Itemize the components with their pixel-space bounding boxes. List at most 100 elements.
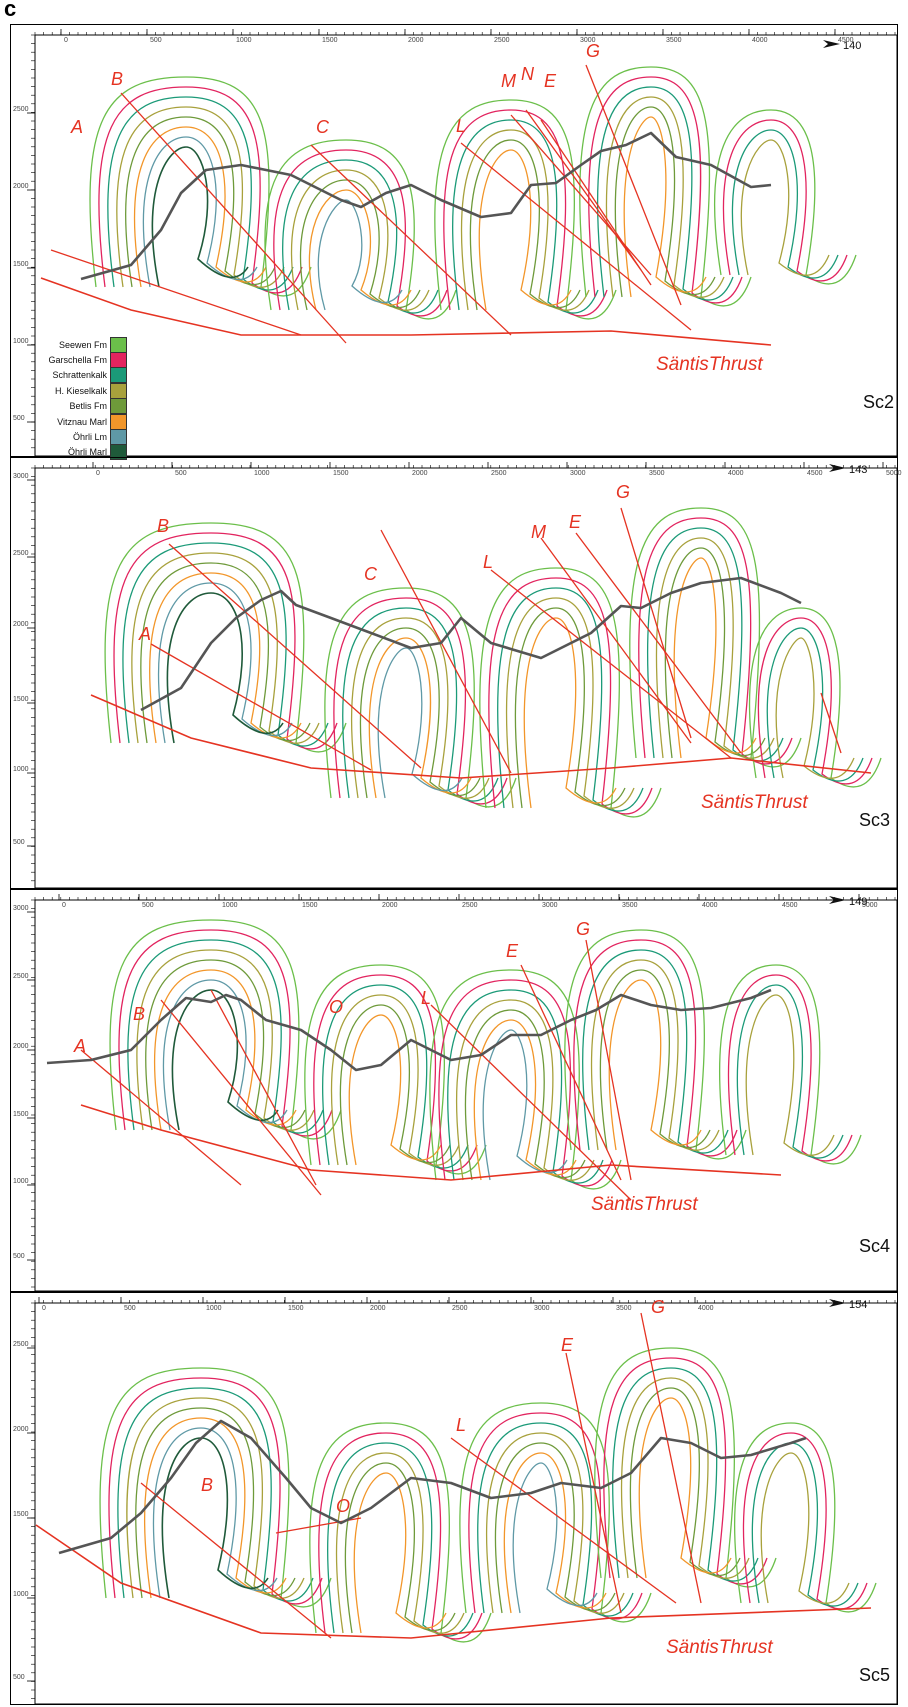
fault-label: C	[316, 117, 330, 137]
stratum-horizon	[434, 99, 617, 320]
legend-item: Schrattenkalk	[45, 367, 127, 384]
stratum-horizon	[505, 597, 635, 809]
stratum-horizon	[731, 129, 839, 279]
azimuth-arrow-icon	[829, 464, 846, 472]
thrust-line	[35, 1524, 872, 1639]
stratum-horizon	[482, 1029, 568, 1181]
topography-line	[80, 131, 772, 281]
stratum-horizon	[714, 109, 857, 285]
fault-label: G	[651, 1297, 665, 1317]
y-tick-label: 1500	[13, 1511, 29, 1518]
azimuth-indicator: 154	[829, 1299, 867, 1311]
fault-label: G	[616, 482, 630, 502]
stratum-horizon	[273, 149, 448, 317]
azimuth-arrow-icon	[823, 40, 840, 48]
fault-label: B	[111, 69, 123, 89]
stratum-horizon	[623, 116, 707, 298]
stratum-horizon	[348, 1014, 442, 1166]
fault-label: E	[569, 512, 582, 532]
fault-line	[210, 989, 317, 1186]
stratum-horizon	[313, 974, 478, 1172]
stratum-horizon	[488, 577, 653, 815]
plot-frame	[34, 467, 898, 889]
x-tick-label: 3000	[580, 37, 596, 44]
fault-label: L	[421, 988, 431, 1008]
section-name: Sc5	[859, 1665, 890, 1685]
fault-line	[510, 114, 652, 276]
x-tick-label: 3500	[616, 1305, 632, 1312]
y-tick-label: 1000	[13, 1591, 29, 1598]
stratum-horizon	[564, 929, 747, 1160]
stratum-horizon	[579, 66, 752, 307]
thrust-label: SäntisThrust	[666, 1637, 773, 1658]
fault-line	[430, 1004, 632, 1201]
stratum-horizon	[264, 139, 457, 320]
fault-line	[640, 1312, 702, 1604]
stratum-horizon	[523, 617, 617, 809]
stratum-horizon	[318, 1432, 483, 1640]
stratum-horizon	[443, 109, 608, 317]
y-tick-label: 1000	[13, 766, 29, 773]
stratum-horizon	[497, 587, 644, 812]
x-tick-label: 2500	[452, 1305, 468, 1312]
x-tick-label: 5000	[862, 902, 878, 909]
azimuth-arrow-icon	[829, 1299, 846, 1307]
stratum-horizon	[751, 1442, 859, 1607]
stratum-horizon	[98, 86, 303, 294]
x-tick-label: 1000	[222, 902, 238, 909]
fault-label: E	[544, 71, 557, 91]
fault-label: A	[73, 1036, 86, 1056]
stratum-horizon	[612, 1367, 759, 1582]
x-tick-label: 2500	[462, 902, 478, 909]
y-tick-label: 2500	[13, 550, 29, 557]
stratum-horizon	[459, 1402, 652, 1623]
fault-line	[565, 1352, 622, 1614]
fault-line	[120, 92, 347, 344]
fault-line	[150, 643, 372, 771]
stratum-horizon	[460, 129, 590, 311]
x-tick-label: 3500	[666, 37, 682, 44]
stratum-horizon	[477, 1422, 634, 1617]
formation-legend: Seewen Fm Garschella Fm Schrattenkalk H.…	[45, 336, 127, 461]
stratum-horizon	[742, 1432, 868, 1610]
x-tick-label: 4500	[807, 470, 823, 477]
azimuth-value: 143	[849, 464, 867, 476]
stratum-horizon	[157, 582, 293, 744]
x-tick-label: 4000	[752, 37, 768, 44]
x-tick-label: 3000	[542, 902, 558, 909]
stratum-horizon	[590, 959, 720, 1151]
stratum-horizon	[327, 1442, 474, 1637]
stratum-horizon	[136, 949, 315, 1131]
stratum-horizon	[282, 159, 439, 314]
y-tick-label: 500	[13, 839, 25, 846]
fault-line	[460, 142, 692, 331]
legend-item: Öhrli Lm	[45, 429, 127, 446]
stratum-horizon	[299, 179, 421, 311]
azimuth-value: 154	[849, 1299, 867, 1311]
x-tick-label: 3000	[570, 470, 586, 477]
topography-line	[140, 576, 802, 712]
stratum-horizon	[304, 964, 487, 1175]
fault-line	[160, 999, 322, 1196]
stratum-horizon	[353, 1472, 447, 1634]
stratum-horizon	[582, 949, 729, 1154]
x-tick-label: 0	[42, 1305, 46, 1312]
x-tick-label: 3500	[622, 902, 638, 909]
stratum-horizon	[588, 76, 743, 304]
x-tick-label: 4000	[698, 1305, 714, 1312]
stratum-horizon	[99, 1367, 332, 1608]
stratum-horizon	[719, 964, 862, 1165]
stratum-horizon	[573, 939, 738, 1157]
fault-label: O	[329, 997, 343, 1017]
stratum-horizon	[447, 989, 604, 1184]
y-tick-label: 2000	[13, 621, 29, 628]
stratum-horizon	[760, 1452, 850, 1604]
thrust-label: SäntisThrust	[656, 354, 763, 375]
